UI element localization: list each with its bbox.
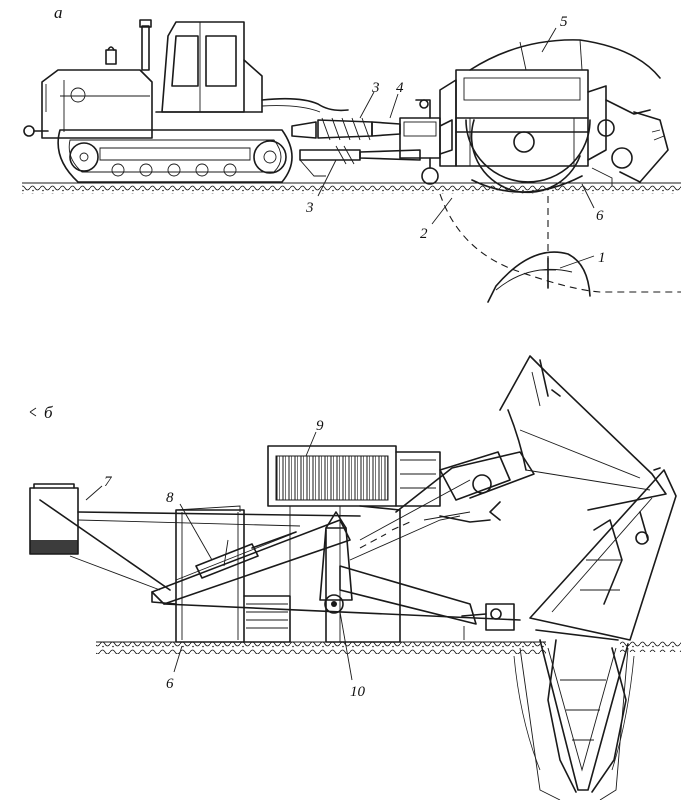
drive-sprocket <box>253 140 287 174</box>
view-b: б <box>29 355 681 800</box>
callout-b-7: 7 <box>104 474 113 490</box>
callout-b-9: 9 <box>316 418 324 434</box>
trench-wall-left <box>519 647 561 800</box>
boom-frame <box>151 451 535 640</box>
cab-window-front <box>171 35 199 87</box>
callout-a-3-upper: 3 <box>371 80 380 96</box>
right-track-block <box>325 505 401 643</box>
rotor-wheel <box>465 119 591 183</box>
callout-a-1: 1 <box>598 250 606 266</box>
tractor <box>23 19 349 183</box>
rear-wheel <box>611 147 633 169</box>
rear-hitch <box>23 125 35 137</box>
idler-wheel <box>69 142 99 172</box>
track-frame <box>99 147 251 161</box>
trench-wall-right <box>599 647 629 800</box>
gearbox <box>399 99 453 185</box>
boom-pivot <box>324 594 344 614</box>
rotor-disc <box>529 469 677 641</box>
rotor-wheel-b <box>499 355 677 793</box>
engine-hood <box>41 69 153 139</box>
beacon-lamp <box>105 49 117 65</box>
cab-window-side <box>205 35 237 87</box>
view-a: а <box>22 3 681 303</box>
main-arm <box>339 565 477 625</box>
callout-a-5: 5 <box>560 14 568 30</box>
ground-surface-a <box>22 183 681 194</box>
callout-b-8: 8 <box>166 490 174 506</box>
rotor-guard <box>469 39 661 79</box>
trench-profile <box>439 193 681 293</box>
rear-blade <box>633 111 669 183</box>
rotor-gearbox <box>485 603 515 631</box>
hydraulic-cylinder <box>195 543 259 579</box>
upper-arm <box>395 451 535 513</box>
view-label-b: б <box>44 403 53 422</box>
trench-section <box>487 251 591 303</box>
support-wheel <box>421 167 439 185</box>
rotor-trencher <box>439 39 669 194</box>
callout-a-4: 4 <box>396 80 404 96</box>
callout-b-10: 10 <box>350 684 366 700</box>
rotor-hub <box>513 131 535 153</box>
ground-surface-b <box>96 642 546 654</box>
view-label-a: а <box>54 3 63 22</box>
crawler-track <box>57 129 293 183</box>
exhaust-pipe <box>141 25 150 71</box>
callout-a-3-lower: 3 <box>305 200 314 216</box>
callout-b-6: 6 <box>166 676 174 692</box>
callout-a-6: 6 <box>596 208 604 224</box>
callout-a-2: 2 <box>420 226 428 242</box>
tractor-body-b <box>175 445 441 643</box>
radiator-block <box>267 445 397 507</box>
rotor-cutter <box>539 639 629 791</box>
counterweight-arm <box>29 483 361 591</box>
headlight <box>70 87 86 103</box>
